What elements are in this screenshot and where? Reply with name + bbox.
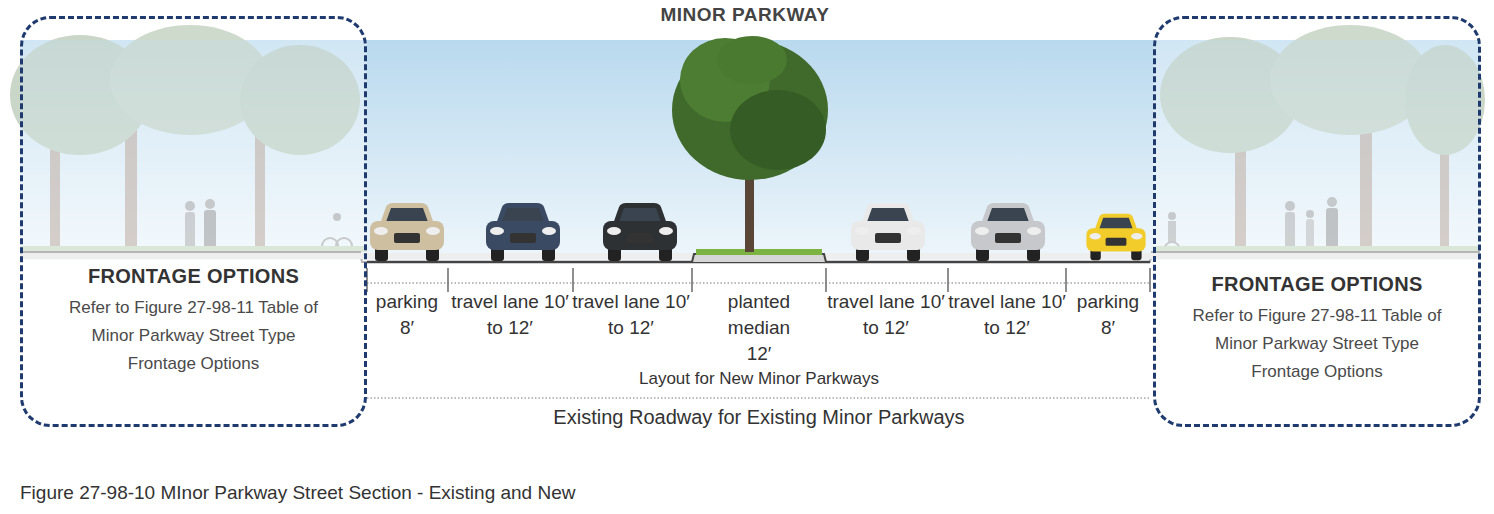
section-note: Layout for New Minor Parkways xyxy=(639,367,879,391)
frontage-note: Refer to Figure 27-98-11 Table of Minor … xyxy=(60,294,328,378)
lane-dimension: travel lane 10′ to 12′ xyxy=(571,289,691,341)
frontage-heading: FRONTAGE OPTIONS xyxy=(35,265,352,288)
figure-caption: Figure 27-98-10 MInor Parkway Street Sec… xyxy=(20,482,575,504)
frontage-box: FRONTAGE OPTIONS Refer to Figure 27-98-11… xyxy=(1153,16,1481,427)
lane-dimension: parking 8′ xyxy=(367,289,447,341)
section-note: Existing Roadway for Existing Minor Park… xyxy=(553,405,964,429)
lane-dimension: travel lane 10′ to 12′ xyxy=(450,289,570,341)
frontage-note: Refer to Figure 27-98-11 Table of Minor … xyxy=(1183,302,1451,386)
frontage-box: FRONTAGE OPTIONS Refer to Figure 27-98-11… xyxy=(20,16,367,427)
lane-dimension: planted median 12′ xyxy=(714,289,804,367)
lane-dimension: travel lane 10′ to 12′ xyxy=(947,289,1067,341)
lane-dimension: travel lane 10′ to 12′ xyxy=(826,289,946,341)
lane-dimension: parking 8′ xyxy=(1068,289,1148,341)
frontage-heading: FRONTAGE OPTIONS xyxy=(1168,273,1466,296)
diagram-title: MINOR PARKWAY xyxy=(545,4,945,26)
